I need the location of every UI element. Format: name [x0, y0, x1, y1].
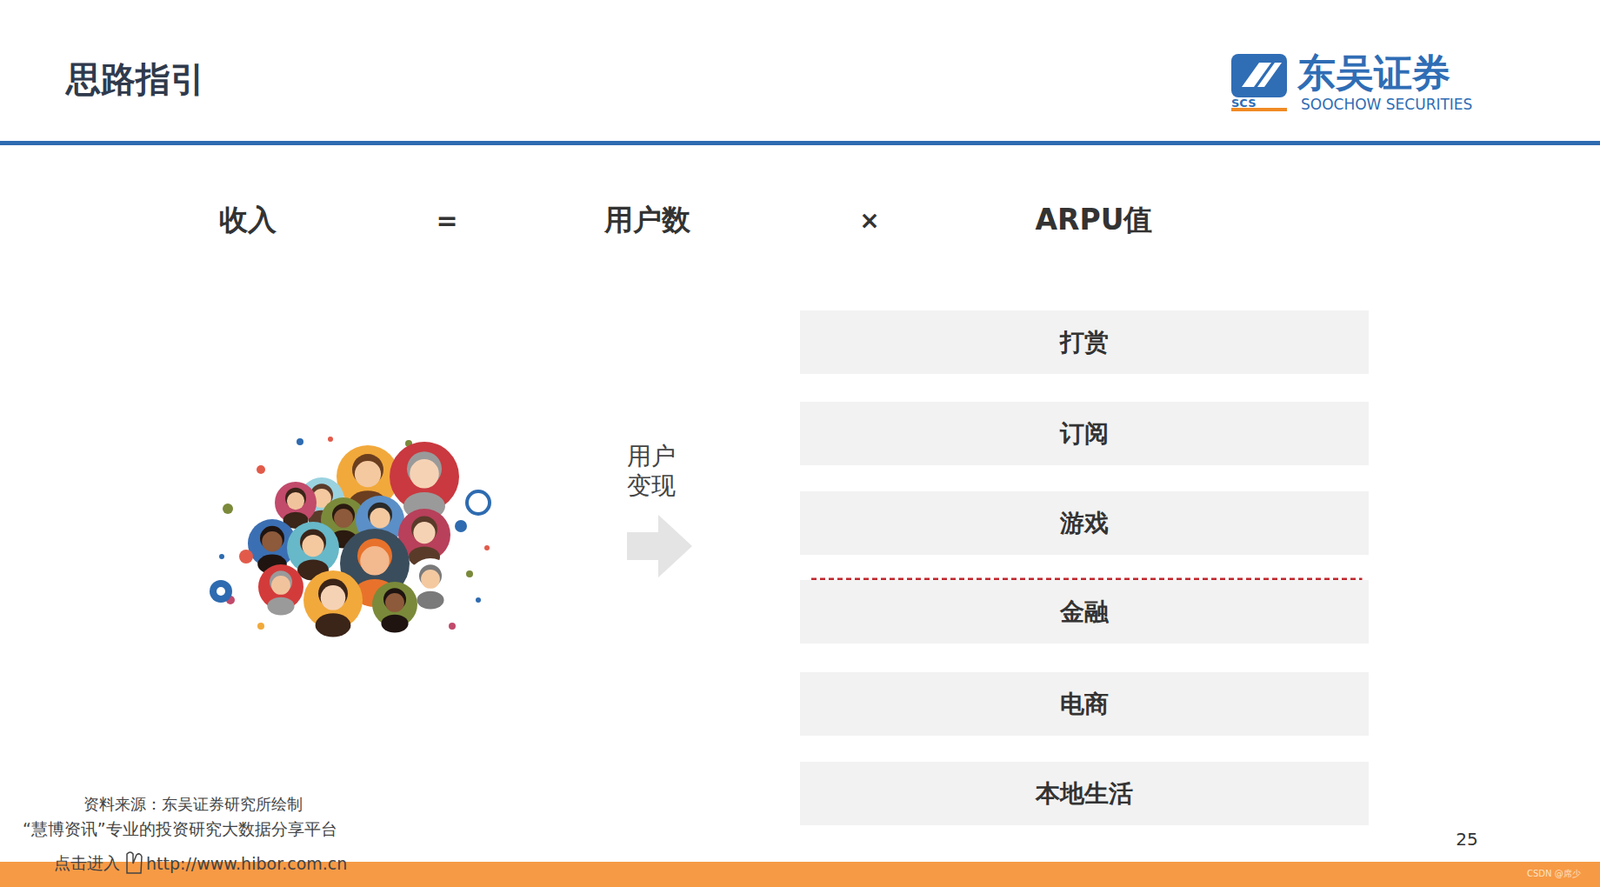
box-label: 打赏 — [1060, 326, 1109, 360]
category-box: 电商 — [800, 672, 1369, 736]
arrow-shape — [626, 514, 693, 578]
box-label: 电商 — [1060, 687, 1109, 721]
logo-text: 东吴证券 — [1297, 47, 1451, 100]
page-number: 25 — [1455, 828, 1478, 850]
formula-term: × — [859, 206, 880, 235]
category-box: 游戏 — [800, 491, 1369, 555]
note-text: CSDN @席少 — [1526, 867, 1581, 880]
category-box: 金融 — [800, 580, 1369, 644]
box-label: 订阅 — [1060, 417, 1109, 451]
note-text: 资料来源：东吴证券研究所绘制 — [83, 793, 303, 815]
formula-term: ARPU值 — [1035, 200, 1154, 240]
category-box: 本地生活 — [800, 761, 1369, 826]
formula-term: 收入 — [219, 200, 277, 240]
note-text: http://www.hibor.com.cn — [146, 853, 347, 874]
logo-text: SOOCHOW SECURITIES — [1300, 95, 1473, 114]
category-box: 打赏 — [800, 310, 1369, 374]
slide-title: 思路指引 — [66, 55, 206, 104]
category-box: 订阅 — [800, 401, 1369, 466]
box-label: 游戏 — [1060, 506, 1109, 540]
formula-term: = — [435, 205, 458, 236]
logo-text: SCS — [1231, 96, 1257, 110]
box-label: 本地生活 — [1035, 777, 1134, 811]
logo-mark — [1231, 53, 1287, 112]
note-text: 点击进入 — [53, 852, 120, 875]
note-text: 用户 变现 — [626, 441, 678, 500]
box-label: 金融 — [1060, 595, 1109, 629]
note-text: “慧博资讯”专业的投资研究大数据分享平台 — [22, 818, 338, 841]
header-rule — [0, 140, 1600, 146]
formula-term: 用户数 — [604, 200, 691, 240]
